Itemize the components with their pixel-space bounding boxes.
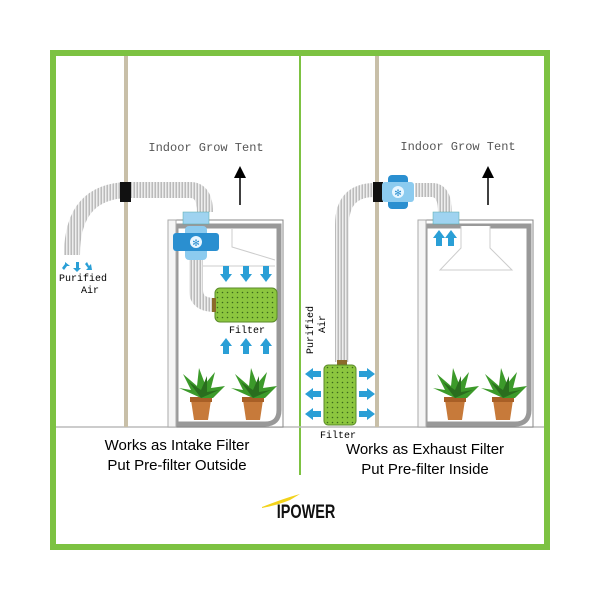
filter-label: Filter bbox=[229, 325, 265, 337]
outflow-arrows bbox=[62, 262, 92, 272]
caption-subtitle: Put Pre-filter Outside bbox=[107, 457, 246, 474]
fan-icon: ✻ bbox=[173, 226, 219, 260]
wall-left bbox=[124, 56, 128, 427]
wall-band-right bbox=[373, 182, 383, 202]
purified-air-label: Air bbox=[317, 315, 329, 333]
filter-label: Filter bbox=[320, 430, 356, 442]
ipower-logo: IPOWER bbox=[262, 494, 336, 523]
caption-title: Works as Intake Filter bbox=[105, 437, 250, 454]
purified-air-label: Purified bbox=[59, 273, 107, 285]
tent-label: Indoor Grow Tent bbox=[400, 140, 515, 154]
logo-text: IPOWER bbox=[277, 500, 336, 523]
purified-air-label: Air bbox=[81, 285, 99, 297]
fan-icon: ✻ bbox=[382, 175, 414, 209]
caption-subtitle: Put Pre-filter Inside bbox=[361, 461, 489, 478]
svg-text:✻: ✻ bbox=[394, 188, 402, 198]
tent-label: Indoor Grow Tent bbox=[148, 141, 263, 155]
lightning-icon bbox=[262, 494, 300, 508]
caption-title: Works as Exhaust Filter bbox=[346, 441, 504, 458]
wall-band-left bbox=[120, 182, 131, 202]
purified-air-label: Purified bbox=[305, 306, 317, 354]
reflector-hood bbox=[438, 226, 514, 271]
duct-right bbox=[335, 183, 376, 362]
wall-right bbox=[375, 56, 379, 427]
right-panel: ✻ Purified Air Filter Indoor Grow Tent W… bbox=[305, 140, 534, 478]
filter-left bbox=[214, 287, 278, 323]
left-panel: ✻ Purified Air Filter Indoor Grow Tent W… bbox=[59, 141, 284, 474]
svg-text:✻: ✻ bbox=[192, 238, 200, 248]
filter-right bbox=[323, 364, 357, 426]
